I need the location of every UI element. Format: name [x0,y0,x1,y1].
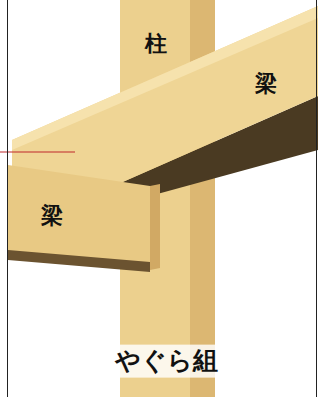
leader-line [0,151,75,152]
upper-beam [12,6,318,192]
upper-beam-top [12,6,318,150]
frame-line [7,0,8,397]
caption: やぐら組 [109,345,224,378]
part-label: 柱 [145,32,167,56]
part-label: 梁 [255,72,277,96]
part-label: 梁 [41,204,63,228]
lower-beam-end [150,184,160,270]
lower-beam-underside [8,250,150,272]
frame-line [316,0,317,397]
